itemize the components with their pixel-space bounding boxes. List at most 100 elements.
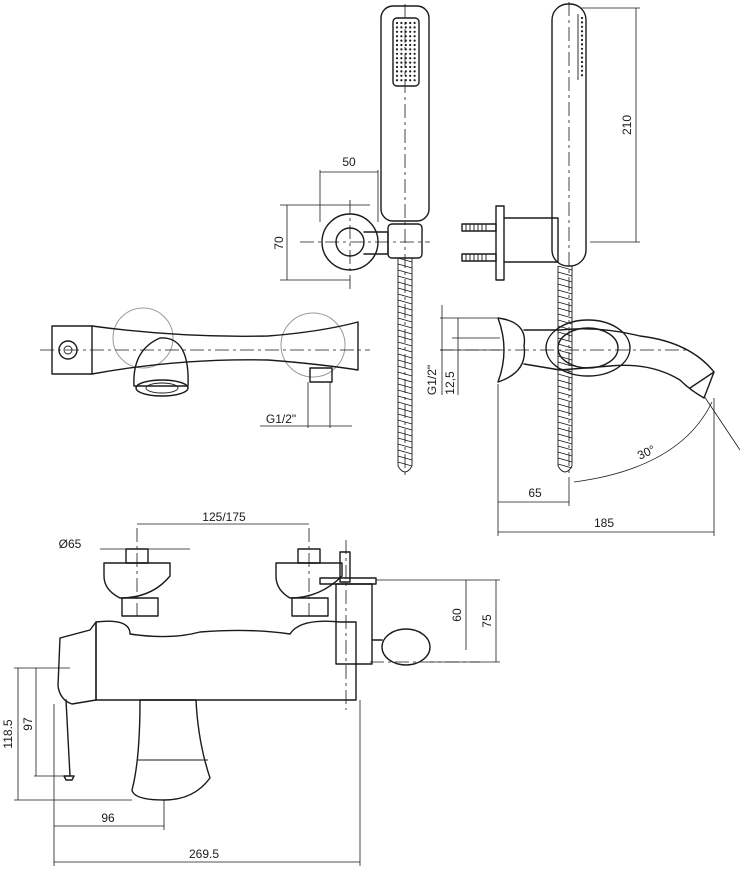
handle-ghost-right [280, 312, 346, 378]
spray-nozzle [400, 70, 403, 73]
spray-nozzle [413, 43, 416, 47]
bath-spout-front [131, 699, 211, 801]
side-nozzle [580, 56, 584, 59]
spray-nozzle [395, 61, 399, 64]
spray-nozzle [413, 52, 416, 55]
spray-nozzle [400, 48, 403, 51]
dim-handle-centers: 125/175 [202, 510, 246, 524]
dim-overall-width: 269.5 [189, 847, 219, 861]
holder-side-body [503, 217, 559, 263]
spray-nozzle [413, 61, 416, 64]
spray-nozzle [404, 43, 407, 47]
right-handle-stem [291, 597, 329, 617]
spray-nozzle [409, 39, 412, 42]
dim-holder-height: 70 [272, 236, 286, 250]
spout-plan [133, 337, 189, 387]
spray-nozzle [409, 26, 412, 29]
wall-screw-bottom [461, 253, 497, 262]
dim-inlet-thread: G1/2" [266, 412, 296, 426]
spray-nozzle [400, 35, 403, 38]
dim-holder-top: 75 [480, 614, 494, 628]
spray-nozzle [400, 57, 403, 60]
handle-ghost-left [112, 307, 174, 369]
holder-cradle [387, 223, 423, 259]
side-nozzle [580, 25, 584, 28]
spray-nozzle [400, 26, 403, 29]
dim-holder-rise: 60 [450, 608, 464, 622]
spray-nozzle [409, 52, 412, 55]
spray-nozzle [395, 30, 399, 33]
diverter-tip [63, 775, 75, 781]
spray-nozzle [395, 39, 399, 42]
left-handle-knob [103, 562, 171, 599]
spray-nozzle [400, 61, 403, 64]
side-nozzle [580, 30, 584, 33]
spray-nozzle [404, 74, 407, 77]
spray-nozzle [413, 39, 416, 42]
side-nozzle [580, 60, 584, 64]
handshower-holder-ring-side [545, 319, 631, 377]
spray-nozzle [413, 21, 416, 25]
dim-angle-arc [573, 401, 713, 483]
spray-nozzle [413, 30, 416, 33]
dim-handshower-length: 210 [620, 115, 634, 135]
spray-nozzle [395, 21, 399, 25]
side-nozzle [580, 38, 584, 42]
spray-nozzle [395, 57, 399, 60]
spray-nozzle [400, 65, 403, 69]
holder-inner-ring [557, 327, 619, 369]
spray-nozzle [409, 61, 412, 64]
hose-coil [557, 265, 573, 469]
side-nozzle [580, 65, 584, 68]
spray-nozzle [409, 21, 412, 25]
spray-nozzle [409, 48, 412, 51]
dim-outlet-offset: 96 [101, 811, 115, 825]
side-nozzle [580, 69, 584, 72]
spray-nozzle [395, 65, 399, 69]
handshower-spray-face [392, 17, 420, 87]
shower-hose-side [557, 265, 573, 473]
spray-nozzle [400, 39, 403, 42]
spray-nozzle [413, 79, 416, 82]
spray-nozzle [413, 65, 416, 69]
mixer-body-front [95, 620, 357, 701]
side-nozzle [580, 52, 584, 55]
spray-nozzles [395, 21, 416, 82]
spray-nozzle [404, 70, 407, 73]
diverter-lever [65, 699, 71, 777]
holder-bracket [319, 577, 377, 585]
dim-total-drop: 118.5 [1, 719, 15, 748]
spray-nozzle [395, 48, 399, 51]
dim-holder-width: 50 [342, 155, 356, 169]
spray-nozzle [413, 57, 416, 60]
spray-nozzle [409, 74, 412, 77]
spray-nozzle [400, 21, 403, 25]
spray-nozzle [409, 70, 412, 73]
spray-nozzle [395, 79, 399, 82]
shower-hose-front [397, 257, 413, 473]
spray-nozzle [413, 74, 416, 77]
side-nozzle [580, 34, 584, 37]
spray-nozzle [409, 65, 412, 69]
handshower-head-front [381, 628, 431, 666]
spray-nozzle [400, 43, 403, 47]
mixer-top-view: G1/2" [40, 307, 370, 428]
spray-nozzle [413, 26, 416, 29]
inlet-connector-plan [309, 367, 333, 383]
mixer-body-plan [51, 321, 359, 375]
spout-aerator [135, 379, 189, 397]
handshower-front-view: 50 70 [272, 4, 430, 478]
dim-angle-ray [703, 395, 740, 451]
hose-end [397, 465, 413, 473]
handshower-side-view: 210 [461, 2, 640, 480]
wall-flange-side [497, 317, 526, 383]
spray-nozzle [400, 79, 403, 82]
spray-nozzle [395, 26, 399, 29]
spray-nozzle [400, 52, 403, 55]
spray-nozzle [400, 74, 403, 77]
spout-tip [689, 371, 715, 389]
mixer-side-view: G1/2" 12,5 30° 65 185 [425, 305, 740, 536]
side-nozzle [580, 47, 584, 50]
